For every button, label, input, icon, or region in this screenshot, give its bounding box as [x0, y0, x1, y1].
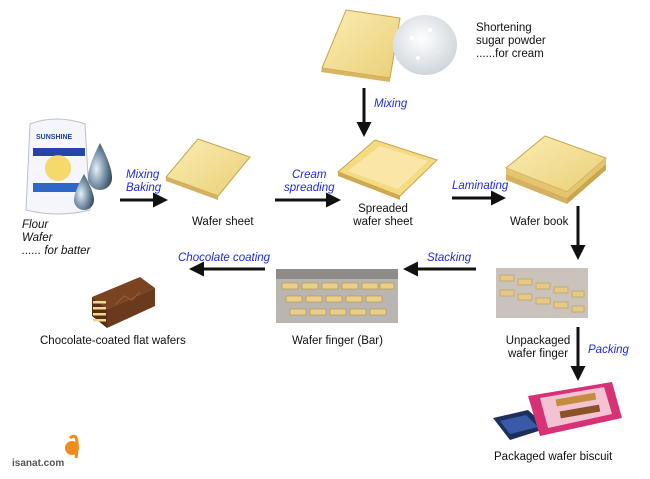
label-unpackaged-line2: wafer finger [507, 348, 569, 360]
label-spreaded-wafer-sheet: Spreaded wafer sheet [338, 203, 428, 229]
water-drop-icon [74, 143, 112, 210]
label-chocolate-coated: Chocolate-coated flat wafers [40, 335, 186, 347]
label-for-cream: ......for cream [476, 48, 544, 60]
watermark-isanat: isanat.com [12, 458, 65, 469]
batter-ingredients-label: Flour Wafer ...... for batter [22, 219, 90, 258]
label-spreaded-line1: Spreaded [358, 203, 408, 215]
step-mixing-baking-line1: Mixing [126, 169, 160, 181]
label-sugar-powder: sugar powder [476, 35, 546, 47]
step-mixing-baking: Mixing Baking [126, 169, 161, 195]
cream-ingredients-label: Shortening sugar powder ......for cream [476, 22, 546, 61]
spreaded-wafer-sheet-icon [337, 139, 438, 200]
step-mixing-baking-line2: Baking [126, 182, 162, 194]
chocolate-wafer-icon [92, 277, 155, 328]
flow-arrows [120, 88, 586, 381]
label-shortening: Shortening [476, 22, 532, 34]
label-wafer-sheet: Wafer sheet [192, 216, 254, 228]
step-stacking: Stacking [427, 252, 472, 264]
flour-bag-icon [25, 118, 91, 215]
label-wafer-finger-bar: Wafer finger (Bar) [292, 335, 383, 347]
step-packing: Packing [588, 344, 629, 356]
label-packaged-wafer-biscuit: Packaged wafer biscuit [494, 451, 613, 463]
label-unpackaged-wafer-finger: Unpackaged wafer finger [493, 335, 583, 361]
label-flour: Flour [22, 219, 49, 231]
wafer-finger-icon [496, 268, 588, 318]
label-unpackaged-line1: Unpackaged [505, 335, 571, 347]
wafer-bars-icon [276, 269, 398, 323]
step-laminating: Laminating [452, 180, 509, 192]
step-cream-spreading-line2: spreading [284, 182, 335, 194]
step-cream-spreading: Cream spreading [284, 169, 335, 195]
label-spreaded-line2: wafer sheet [353, 216, 413, 228]
sugar-pile-icon [393, 15, 457, 75]
label-wafer-book: Wafer book [510, 216, 569, 228]
wafer-book-icon [505, 135, 607, 204]
wafer-sheet-icon [165, 138, 251, 200]
flour-bag-brand: SUNSHINE [36, 134, 73, 141]
step-chocolate-coating: Chocolate coating [178, 252, 271, 264]
shortening-block-icon [321, 9, 401, 82]
step-cream-spreading-line1: Cream [292, 169, 327, 181]
step-mixing: Mixing [374, 98, 408, 110]
label-for-batter: ...... for batter [22, 245, 91, 257]
label-wafer: Wafer [22, 232, 53, 244]
isanat-logo-icon [65, 434, 79, 459]
package-icon [493, 382, 622, 440]
